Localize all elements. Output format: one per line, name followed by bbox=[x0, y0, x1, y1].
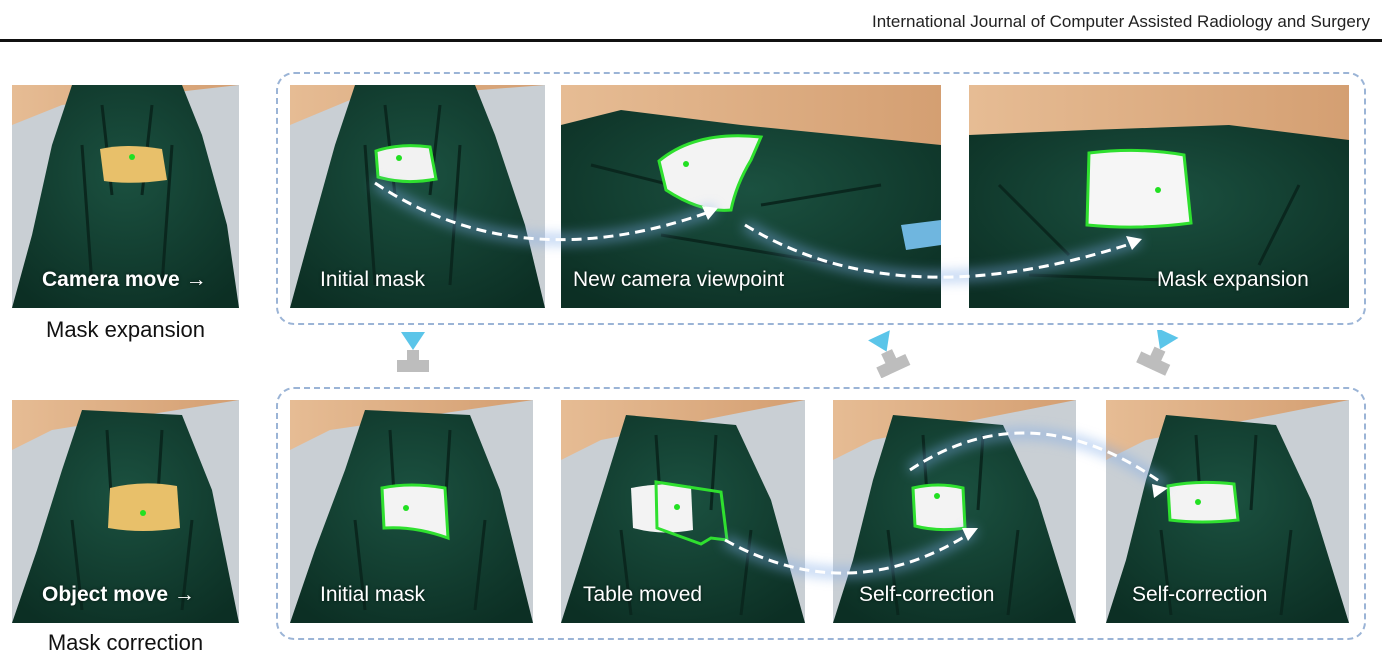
row2-lead-image: Object move → bbox=[12, 400, 239, 623]
frame-caption: Mask expansion bbox=[1157, 268, 1309, 291]
row2-frame2-image: Table moved bbox=[561, 400, 805, 623]
frame-caption: Self-correction bbox=[1132, 583, 1268, 606]
row1-frame2-image: New camera viewpoint bbox=[561, 85, 941, 308]
frame-caption: Table moved bbox=[583, 583, 703, 606]
row2-frame bbox=[276, 387, 1366, 640]
frame-caption: Initial mask bbox=[320, 268, 426, 291]
lead-caption: Object move → bbox=[42, 583, 195, 606]
frame-caption: Self-correction bbox=[859, 583, 995, 606]
frame-caption: Initial mask bbox=[320, 583, 426, 606]
row2-frame3-image: Self-correction bbox=[833, 400, 1076, 623]
camera-icon bbox=[397, 332, 429, 372]
lead-caption: Camera move → bbox=[42, 268, 207, 291]
camera-icon bbox=[868, 330, 911, 378]
row1-lead-image: Camera move → bbox=[12, 85, 239, 308]
row1-frame bbox=[276, 72, 1366, 325]
header-rule bbox=[0, 39, 1382, 42]
row1-label: Mask expansion bbox=[46, 317, 205, 342]
row2-frame4-image: Self-correction bbox=[1106, 400, 1349, 623]
row1-frame1-image: Initial mask bbox=[290, 85, 545, 308]
camera-icon bbox=[1136, 330, 1179, 376]
row2-label: Mask correction bbox=[47, 630, 204, 655]
row1-frame3-image: Mask expansion bbox=[969, 85, 1349, 308]
row2-frame1-image: Initial mask bbox=[290, 400, 533, 623]
journal-title: International Journal of Computer Assist… bbox=[871, 12, 1370, 31]
frame-caption: New camera viewpoint bbox=[573, 268, 785, 291]
